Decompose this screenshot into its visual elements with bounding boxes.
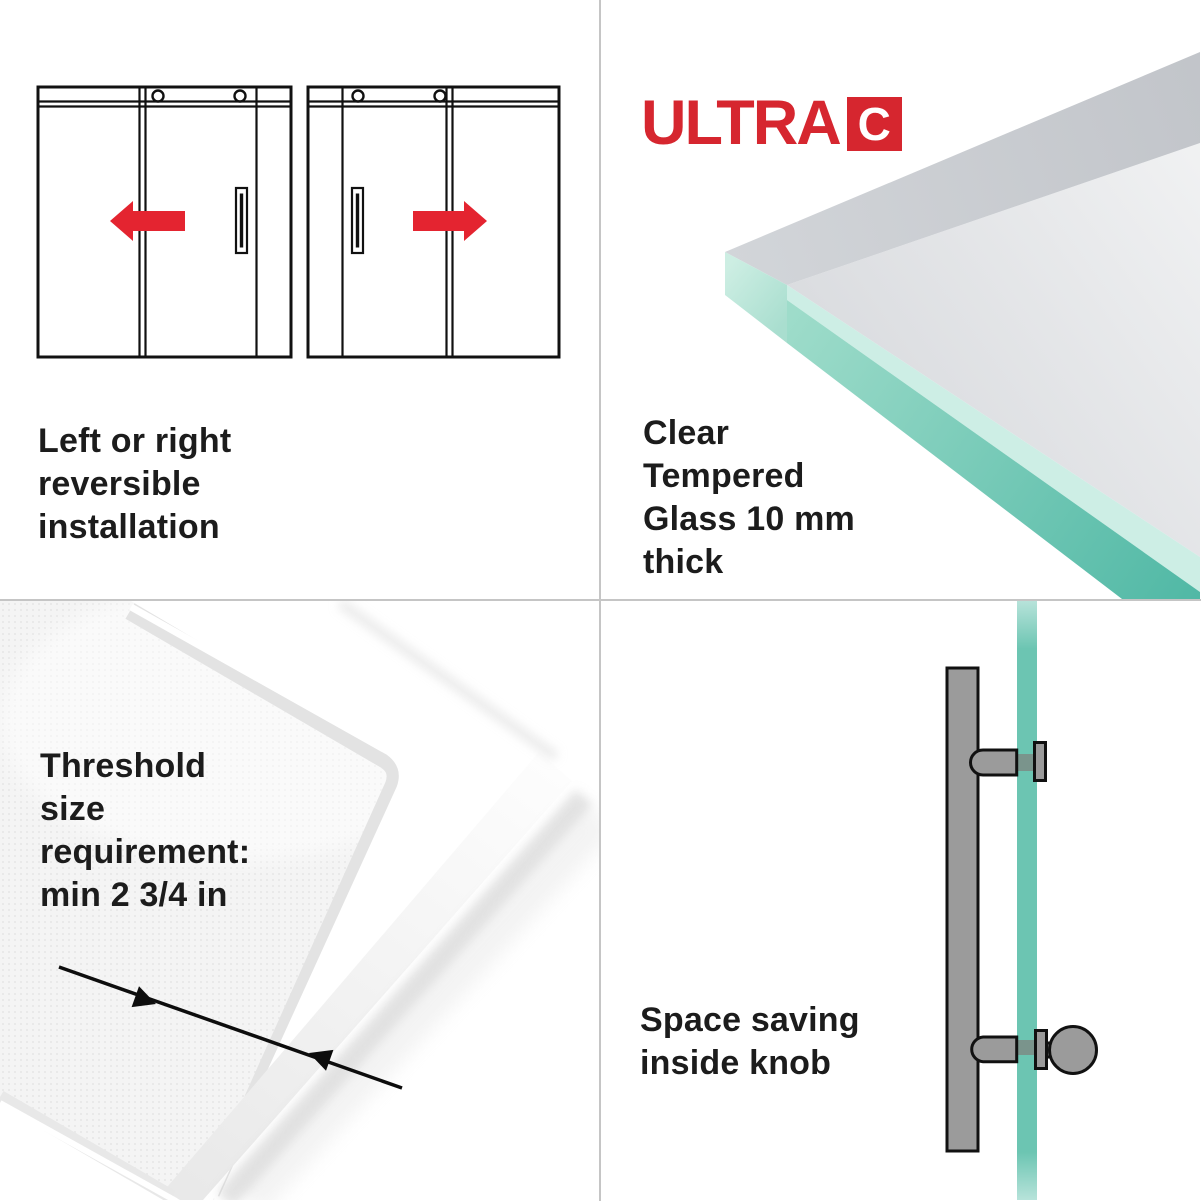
roller-icon xyxy=(233,89,247,103)
caption-line: Clear xyxy=(643,414,730,452)
caption-line: Threshold xyxy=(40,747,207,785)
caption-line: Glass 10 mm xyxy=(643,500,855,538)
right-arrow-icon xyxy=(413,201,487,241)
brand-logo: ULTRA C xyxy=(641,92,902,155)
caption-line: Space saving xyxy=(640,1001,860,1039)
roller-icon xyxy=(151,89,165,103)
glass-panel-illustration xyxy=(725,52,1200,599)
glass-top-edge xyxy=(725,52,1200,285)
tray-top-shadow xyxy=(337,601,559,762)
knob-fitting-through-glass xyxy=(1017,1040,1036,1055)
glass-top-surface xyxy=(787,143,1200,557)
horizontal-divider xyxy=(0,599,1201,601)
caption-threshold: Threshold size requirement: min 2 3/4 in xyxy=(40,745,250,917)
caption-line: installation xyxy=(38,508,220,546)
dimension-arrow-icon xyxy=(58,965,403,1090)
door-handle-diagram xyxy=(945,666,1098,1153)
glass-front-edge xyxy=(787,300,1200,599)
logo-c-badge: C xyxy=(846,96,902,151)
knob-flange xyxy=(1034,1029,1048,1070)
roller-icon xyxy=(433,89,447,103)
caption-tempered-glass: Clear Tempered Glass 10 mm thick xyxy=(643,412,855,584)
caption-line: reversible xyxy=(38,465,201,503)
quadrant-tempered-glass: ULTRA C Clear Tempered Glass 10 mm thick xyxy=(601,0,1200,599)
caption-line: size xyxy=(40,790,106,828)
door-handle-inner xyxy=(239,193,244,248)
top-standoff xyxy=(969,748,1019,777)
tray-corner-rim-ridge xyxy=(0,1100,178,1200)
knob-standoff xyxy=(970,1035,1019,1064)
tray-outer-face xyxy=(156,752,572,1200)
handle-bar xyxy=(945,666,980,1153)
sliding-door-diagram-left xyxy=(36,85,293,359)
caption-line: Left or right xyxy=(38,422,232,460)
caption-reversible-installation: Left or right reversible installation xyxy=(38,420,231,549)
logo-ultra-text: ULTRA xyxy=(641,88,842,158)
inside-knob xyxy=(1048,1025,1098,1075)
top-fitting-through-glass xyxy=(1017,754,1036,771)
caption-line: min 2 3/4 in xyxy=(40,876,228,914)
quadrant-inside-knob: Space saving inside knob xyxy=(601,601,1200,1200)
shower-tray-illustration xyxy=(0,601,599,1200)
quadrant-reversible-installation: Left or right reversible installation xyxy=(0,0,599,599)
glass-front-edge-highlight xyxy=(787,285,1200,592)
tray-rim-slope xyxy=(125,603,405,1197)
top-flange xyxy=(1033,741,1047,782)
caption-line: requirement: xyxy=(40,833,251,871)
left-arrow-icon xyxy=(110,201,185,241)
caption-line: inside knob xyxy=(640,1044,832,1082)
roller-icon xyxy=(351,89,365,103)
door-handle-inner xyxy=(355,193,360,248)
logo-badge-letter: C xyxy=(857,97,891,150)
glass-corner-face xyxy=(725,252,787,343)
caption-line: Tempered xyxy=(643,457,805,495)
sliding-door-diagrams xyxy=(36,85,561,359)
tray-rim-flat xyxy=(131,601,545,1200)
quadrant-threshold: Threshold size requirement: min 2 3/4 in xyxy=(0,601,599,1200)
sliding-door-diagram-right xyxy=(306,85,561,359)
caption-inside-knob: Space saving inside knob xyxy=(640,999,860,1085)
tray-shadow-soft xyxy=(229,800,599,1200)
caption-line: thick xyxy=(643,543,724,581)
